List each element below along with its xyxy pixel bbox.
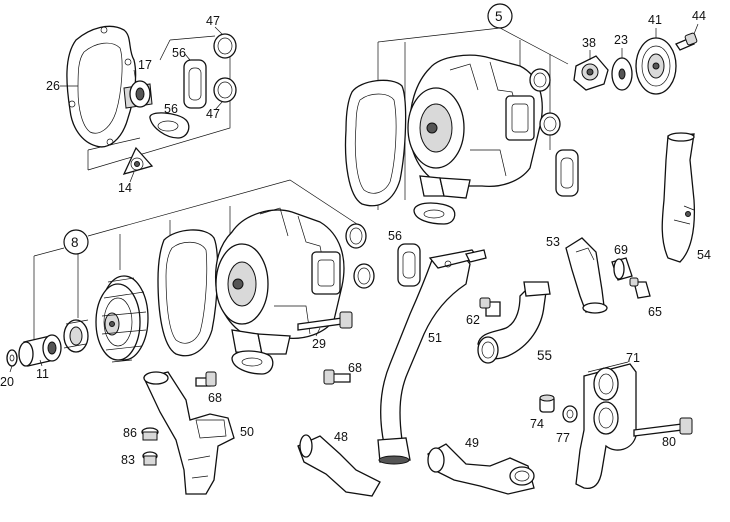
label-56-b: 56 [164,102,178,116]
oring-47-a [213,33,237,59]
label-44: 44 [692,9,706,23]
label-51: 51 [428,331,442,345]
label-83: 83 [121,453,135,467]
gasket-56-small [149,112,190,139]
oring-47-b [213,77,237,103]
label-47-a: 47 [206,14,220,28]
label-23: 23 [614,33,628,47]
label-62: 62 [466,313,480,327]
pump-gasket-8 [157,229,219,357]
label-65: 65 [648,305,662,319]
coolant-pipe-51: 56 51 62 [377,229,501,465]
bolts-68: 68 68 [195,361,362,405]
gasket-56-rect [183,59,207,109]
label-48: 48 [334,430,348,444]
label-56-a: 56 [172,46,186,60]
thermostat-housing-71: 71 74 77 80 [530,351,693,490]
gasket-kit-group-top-left: 26 17 14 56 56 47 47 [46,14,237,195]
water-pump-group-8: 8 [0,179,375,389]
thermostat-parts-53-69-65: 53 69 65 [546,235,662,319]
label-86: 86 [123,426,137,440]
rect-gasket-5 [555,149,579,197]
label-41: 41 [648,13,662,27]
hose-55: 55 [477,281,552,364]
callout-8: 8 [71,235,79,250]
label-38: 38 [582,36,596,50]
label-71: 71 [626,351,640,365]
label-74: 74 [530,417,544,431]
label-68-a: 68 [208,391,222,405]
label-69: 69 [614,243,628,257]
label-47-b: 47 [206,107,220,121]
water-pump-group-5: 5 [344,3,579,225]
callout-5: 5 [495,9,503,24]
pump-gasket-5 [344,79,407,207]
label-50: 50 [240,425,254,439]
label-20: 20 [0,375,14,389]
label-80: 80 [662,435,676,449]
pipes-48-49: 48 49 [297,430,535,497]
label-68-b: 68 [348,361,362,375]
label-77: 77 [556,431,570,445]
pulley-set: 38 23 41 44 [573,9,706,95]
label-53: 53 [546,235,560,249]
label-56-c: 56 [388,229,402,243]
label-55: 55 [537,348,552,363]
label-11: 11 [36,367,49,381]
pipe-54: 54 [661,132,711,263]
label-29: 29 [312,337,326,351]
label-54: 54 [697,248,711,262]
label-26: 26 [46,79,60,93]
manifold-50: 50 86 83 [121,371,254,495]
gasket-26 [66,25,137,148]
small-gasket-5 [413,202,456,225]
label-49: 49 [465,436,479,450]
label-14: 14 [118,181,132,195]
label-17: 17 [138,58,152,72]
